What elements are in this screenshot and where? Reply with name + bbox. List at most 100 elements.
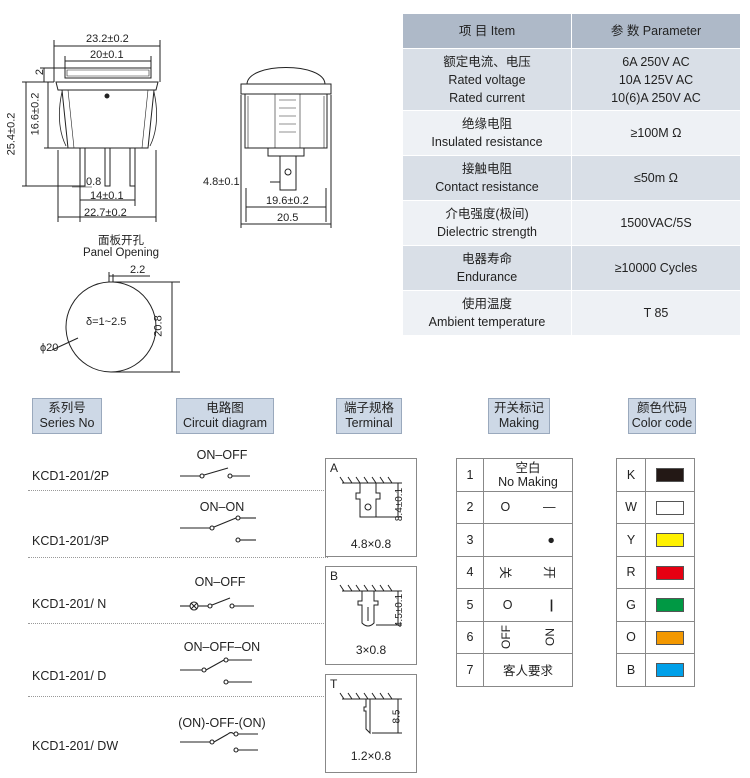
making-mark: OFF ON [483, 620, 573, 654]
circuit-symbol-on-off-on [180, 657, 252, 685]
terminal-dim: 8.5 [391, 709, 403, 724]
making-en: No Making [498, 474, 558, 489]
making-row: 3 ● [456, 523, 573, 557]
color-code: G [616, 588, 646, 622]
header-color: 颜色代码 Color code [628, 398, 696, 434]
spec-item-line: 接触电阻 [461, 162, 512, 176]
terminal-letter: B [330, 569, 339, 583]
color-row: Y [616, 523, 695, 557]
row-separator [28, 557, 328, 558]
dim-side-total: 20.5 [277, 212, 299, 224]
row-separator [28, 490, 328, 491]
spec-param: 6A 250V AC 10A 125V AC 10(6)A 250V AC [571, 48, 740, 111]
spec-row: 使用温度 Ambient temperature T 85 [403, 290, 740, 336]
terminal-dim: 8.4±0.1 [394, 487, 406, 522]
terminal-size: 1.2×0.8 [350, 749, 392, 763]
spec-row: 额定电流、电压 Rated voltage Rated current 6A 2… [403, 48, 740, 111]
spec-table: 项 目 Item 参 数 Parameter 额定电流、电压 Rated vol… [403, 14, 740, 336]
dim-pin-width: 0.8 [86, 176, 102, 188]
series-no: KCD1-201/ DW [32, 739, 119, 753]
panel-opening-title: 面板开孔 Panel Opening [82, 235, 160, 259]
spec-item: 绝缘电阻 Insulated resistance [403, 110, 572, 156]
spec-item-line: Endurance [456, 270, 518, 284]
spec-param-line: 6A 250V AC [622, 54, 690, 69]
color-cell [645, 458, 695, 492]
color-swatch [656, 630, 684, 645]
color-code: Y [616, 523, 646, 557]
dim-total-height: 25.4±0.2 [5, 112, 18, 156]
spec-item-line: Rated current [449, 90, 525, 105]
front-view-drawing [22, 40, 332, 373]
spec-item-line: Dielectric strength [436, 225, 538, 239]
mark-left: 关 [497, 565, 512, 579]
spec-item: 使用温度 Ambient temperature [403, 290, 572, 336]
color-code: R [616, 555, 646, 589]
making-cn: 空白 [515, 460, 541, 475]
spec-header-param: 参 数 Parameter [571, 14, 740, 49]
header-terminal: 端子规格 Terminal [336, 398, 402, 434]
circuit-symbol-on-off-lamp [180, 597, 254, 611]
circuit-label: ON–OFF [194, 575, 246, 589]
terminal-a-icon [339, 476, 402, 518]
series-no: KCD1-201/3P [32, 534, 110, 548]
terminal-letter: A [330, 461, 339, 475]
making-num: 3 [456, 523, 484, 557]
making-row: 6 OFF ON [456, 620, 573, 654]
making-row: 5 O | [456, 588, 573, 622]
spec-item-line: 电器寿命 [461, 252, 512, 266]
making-mark: 空白 No Making [483, 458, 573, 492]
header-terminal-en: Terminal [345, 416, 393, 430]
terminal-size: 3×0.8 [355, 643, 387, 657]
circuit-symbol-momentary [180, 731, 258, 753]
making-mark: 客人要求 [483, 653, 573, 687]
dim-base-width: 22.7±0.2 [84, 207, 127, 219]
terminal-t-icon [339, 692, 402, 735]
making-num: 1 [456, 458, 484, 492]
series-no: KCD1-201/ N [32, 597, 107, 611]
color-row: O [616, 620, 695, 654]
spec-item-line: 绝缘电阻 [461, 117, 512, 131]
color-swatch [656, 500, 684, 515]
color-cell [645, 555, 695, 589]
spec-item-line: 使用温度 [461, 297, 512, 311]
making-row: 4 关 开 [456, 555, 573, 589]
series-no: KCD1-201/ D [32, 669, 107, 683]
mark-left: OFF [499, 625, 513, 650]
spec-item: 电器寿命 Endurance [403, 245, 572, 291]
row-separator [28, 696, 328, 697]
header-series: 系列号 Series No [32, 398, 102, 434]
header-making-cn: 开关标记 [493, 401, 544, 415]
making-num: 2 [456, 490, 484, 524]
color-row: G [616, 588, 695, 622]
header-making: 开关标记 Making [488, 398, 550, 434]
circuit-label: ON–OFF–ON [183, 640, 261, 654]
color-swatch [656, 598, 684, 613]
spec-param: ≤50m Ω [571, 155, 740, 201]
spec-param: 1500VAC/5S [571, 200, 740, 246]
color-row: R [616, 555, 695, 589]
color-cell [645, 620, 695, 654]
spec-row: 电器寿命 Endurance ≥10000 Cycles [403, 245, 740, 291]
making-num: 6 [456, 620, 484, 654]
header-series-en: Series No [39, 416, 95, 430]
spec-item-line: Ambient temperature [428, 315, 546, 329]
circuit-diagrams [180, 467, 258, 753]
dim-rocker-height: 2 [34, 68, 47, 76]
color-row: B [616, 653, 695, 687]
spec-param: ≥10000 Cycles [571, 245, 740, 291]
color-code: B [616, 653, 646, 687]
spec-item: 接触电阻 Contact resistance [403, 155, 572, 201]
header-making-en: Making [498, 416, 540, 430]
color-swatch [656, 565, 684, 580]
circuit-symbol-on-off [180, 467, 250, 479]
terminal-b-icon [339, 584, 402, 627]
circuit-symbol-on-on [180, 515, 256, 543]
dim-side-pin: 4.8±0.1 [203, 176, 240, 188]
row-separator [28, 623, 328, 624]
making-num: 4 [456, 555, 484, 589]
terminal-size: 4.8×0.8 [350, 537, 392, 551]
dim-panel-thickness: δ=1~2.5 [86, 316, 127, 328]
dim-pin-pitch: 14±0.1 [90, 190, 124, 202]
spec-header-item: 项 目 Item [403, 14, 572, 49]
spec-item: 额定电流、电压 Rated voltage Rated current [403, 48, 572, 111]
